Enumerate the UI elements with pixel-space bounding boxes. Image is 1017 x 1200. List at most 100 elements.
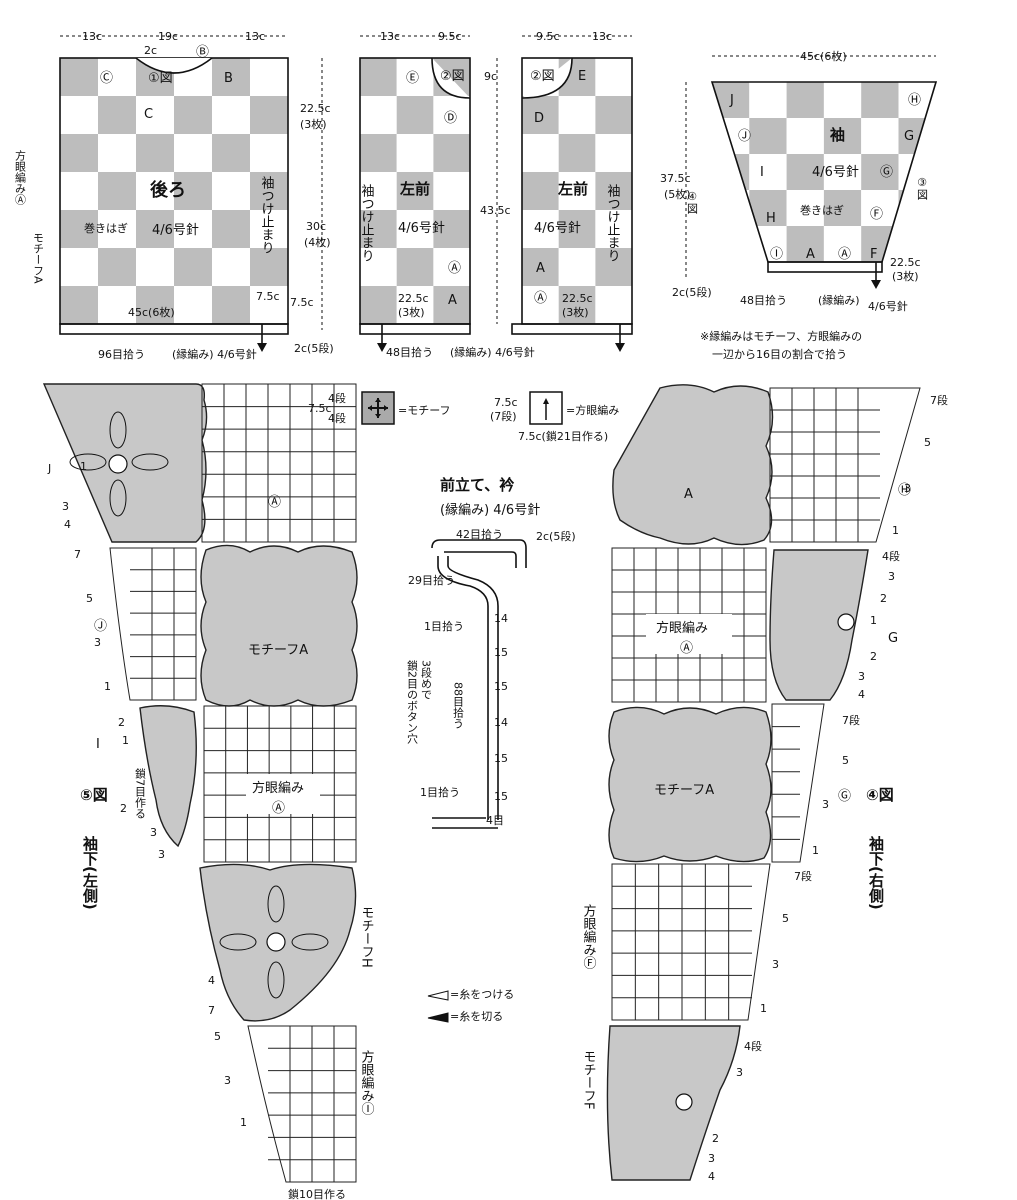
checker-cell — [595, 96, 633, 134]
row-number: 1 — [240, 1116, 247, 1129]
checker-cell — [433, 172, 471, 210]
checker-cell — [786, 226, 824, 262]
row-number: 5 — [924, 436, 931, 449]
back-join: 巻きはぎ — [84, 221, 128, 235]
checker-cell — [786, 82, 824, 118]
checker-cell — [136, 286, 174, 324]
checker-cell — [595, 172, 633, 210]
back-h2: 30c — [306, 220, 326, 233]
back-sleeve-stop: 袖つけ止まり — [259, 176, 275, 254]
checker-cell — [98, 210, 136, 248]
back-h2-n: (4枚) — [304, 235, 331, 249]
rf-width-right: 13c — [592, 30, 612, 43]
checker-cell — [98, 248, 136, 286]
sleeve-h: H — [766, 211, 776, 226]
sleeve-f-circ: Ⓕ — [870, 207, 883, 222]
checker-cell — [136, 248, 174, 286]
collar-button: 鎖2目のボタン穴 — [406, 659, 419, 744]
left-motif-a — [200, 544, 358, 707]
lf-fig2: ②図 — [440, 69, 465, 84]
sleeve-i-circ: Ⓘ — [770, 247, 783, 262]
motif-f — [606, 1025, 741, 1181]
row-number: 3 — [858, 670, 865, 683]
checker-cell — [98, 96, 136, 134]
lf-e: Ⓔ — [406, 71, 419, 86]
checker-cell — [861, 190, 899, 226]
rf-width-left: 9.5c — [536, 30, 560, 43]
row-number: 3 — [158, 848, 165, 861]
checker-cell — [558, 172, 596, 210]
left-chain7: 鎖7目作る — [134, 767, 147, 819]
collar-sub: (縁編み) 4/6号針 — [440, 502, 540, 518]
legend-cut: =糸を切る — [450, 1010, 503, 1023]
checker-cell — [60, 96, 98, 134]
row-number: 15 — [494, 752, 508, 765]
checker-cell — [595, 210, 633, 248]
collar-title: 前立て、衿 — [440, 476, 514, 494]
right-under-sleeve: A 方眼編み Ⓐ モチーフA Ⓗ G Ⓖ 7段 7段 7段 4段 4段 方眼編み… — [581, 384, 948, 1183]
checker-cell — [786, 190, 824, 226]
right-r7-b: 7段 — [794, 869, 812, 883]
sleeve-width: 45c(6枚) — [800, 49, 847, 63]
left-grid-a-circ-top: Ⓐ — [268, 495, 281, 510]
lf-title: 左前 — [399, 180, 430, 198]
back-fig1: ①図 — [148, 71, 173, 86]
row-number: 3 — [94, 636, 101, 649]
checker-cell — [749, 82, 787, 118]
right-h-circ: Ⓗ — [898, 483, 911, 498]
checker-cell — [250, 172, 288, 210]
left-under-sleeve: モチーフA 方眼編み Ⓐ Ⓐ J Ⓙ I 鎖7目作る モチーフH 方眼編みⒾ 鎖… — [42, 383, 374, 1200]
right-fig-title: 袖下(右側) — [867, 835, 885, 910]
sleeve-needle: 4/6号針 — [812, 165, 859, 180]
left-motif-h-label: モチーフH — [359, 906, 374, 968]
checker-cell — [558, 210, 596, 248]
legend-attach: =糸をつける — [450, 988, 514, 1001]
right-fig-num: ④図 — [866, 786, 894, 804]
left-motif-a-label: モチーフA — [248, 643, 308, 658]
collar-edge-h: 2c(5段) — [536, 529, 576, 543]
checker-cell — [396, 134, 434, 172]
lf-width-left: 13c — [380, 30, 400, 43]
checker-cell — [136, 172, 174, 210]
left-front-panel: 13c 9.5c Ⓔ ②図 Ⓓ 左前 4/6号針 Ⓐ A 袖つけ止まり 22.5… — [359, 30, 535, 359]
right-r7-top: 7段 — [930, 393, 948, 407]
sleeve-edge-h: 2c(5段) — [672, 285, 712, 299]
checker-cell — [174, 96, 212, 134]
checker-cell — [712, 226, 750, 262]
right-g-circ: Ⓖ — [838, 789, 851, 804]
right-grid-label: 方眼編み — [656, 620, 708, 636]
row-number: 1 — [760, 1002, 767, 1015]
sleeve-pick: 48目拾う — [740, 293, 787, 307]
checker-cell — [558, 286, 596, 324]
checker-cell — [861, 154, 899, 190]
sleeve-note-1: ※縁編みはモチーフ、方眼編みの — [700, 329, 862, 343]
checker-cell — [60, 134, 98, 172]
rf-title: 左前 — [557, 180, 588, 198]
checker-cell — [250, 248, 288, 286]
checker-cell — [595, 286, 633, 324]
sleeve-needle2: 4/6号針 — [868, 299, 908, 313]
row-number: 5 — [86, 592, 93, 605]
sleeve-bw-n: (3枚) — [892, 269, 919, 283]
checker-cell — [786, 118, 824, 154]
left-chain10: 鎖10目作る — [288, 1187, 346, 1200]
checker-cell — [98, 286, 136, 324]
sleeve-join: 巻きはぎ — [800, 203, 844, 217]
back-pick: 96目拾う — [98, 347, 145, 361]
row-number: 2 — [712, 1132, 719, 1145]
row-number: 3 — [224, 1074, 231, 1087]
row-number: 3 — [62, 500, 69, 513]
checker-cell — [522, 210, 559, 248]
row-number: 15 — [494, 790, 508, 803]
checker-cell — [522, 172, 559, 210]
left-grid-a-label: 方眼編み — [252, 780, 304, 796]
row-number: 3 — [708, 1152, 715, 1165]
checker-cell — [595, 134, 633, 172]
right-grid-f: 方眼編みⒻ — [581, 903, 597, 969]
motif-g — [769, 549, 869, 701]
rf-h-total: 43.5c — [480, 204, 511, 217]
checker-cell — [396, 58, 434, 96]
right-r4: 4段 — [882, 549, 900, 563]
sleeve-edge: (縁編み) — [818, 293, 860, 307]
lf-pick: 48目拾う — [386, 345, 433, 359]
